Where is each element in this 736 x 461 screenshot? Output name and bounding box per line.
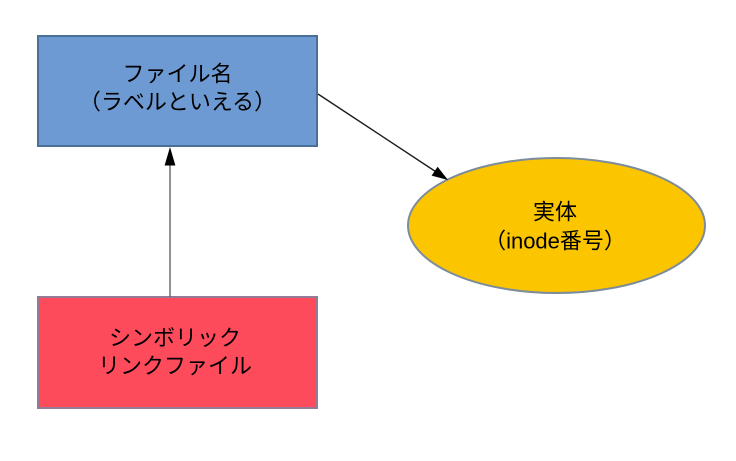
filename-box — [37, 35, 318, 147]
symlink-box-label-line1: シンボリック — [109, 326, 241, 351]
edge-filename-to-inode-line — [317, 93, 436, 173]
inode-ellipse — [407, 157, 706, 294]
inode-ellipse-label-line2: （inode番号） — [484, 229, 626, 254]
edge-filename-to-inode-arrowhead-icon — [431, 166, 448, 180]
symlink-box — [37, 296, 318, 409]
filename-box-label-line2: （ラベルといえる） — [79, 90, 276, 115]
symlink-box-label-line2: リンクファイル — [98, 354, 252, 379]
inode-ellipse-label-line1: 実体 — [533, 200, 577, 225]
edge-symlink-to-filename-arrowhead-icon — [164, 147, 176, 166]
filename-box-label-line1: ファイル名 — [122, 62, 232, 87]
